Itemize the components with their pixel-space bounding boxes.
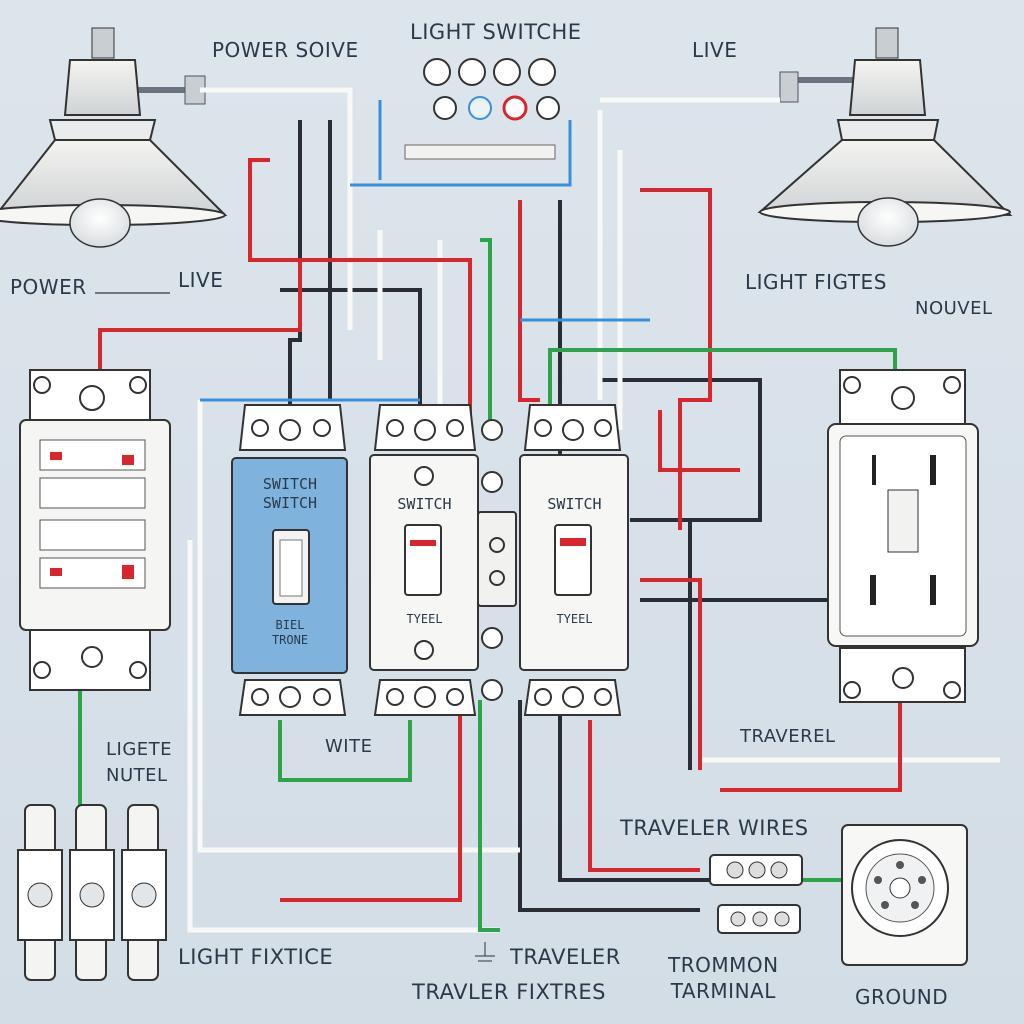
- switch-3-title: SWITCH: [547, 495, 602, 513]
- right-lamp-icon: [757, 27, 1013, 247]
- ground-terminal-icon: [841, 824, 968, 966]
- fuse-holders: [17, 804, 167, 981]
- traveler-label: TRAVELER: [510, 945, 621, 969]
- trommon-tarminal-label: TROMMON TARMINAL: [668, 953, 779, 1003]
- traveler-wires-label: TRAVELER WIRES: [620, 816, 809, 840]
- nouvel-label: NOUVEL: [915, 298, 993, 319]
- switch-3-body: [519, 404, 629, 716]
- live-top-label: LIVE: [692, 38, 738, 62]
- black-wires: [280, 120, 960, 912]
- switch-2-title: SWITCH: [397, 495, 452, 513]
- power-label: POWER: [10, 275, 87, 299]
- live-left-label: LIVE: [178, 268, 224, 292]
- hot-wires: [98, 158, 902, 902]
- left-switch-panel: [19, 369, 171, 691]
- travler-fixtres-label: TRAVLER FIXTRES: [412, 980, 606, 1004]
- ligete-nutel-label: LIGETE NUTEL: [106, 739, 173, 786]
- middle-connector: [477, 419, 517, 701]
- switch-2-sub: TYEEL: [406, 612, 443, 626]
- traverel-label: TRAVEREL: [740, 726, 836, 747]
- light-figtes-label: LIGHT FIGTES: [745, 270, 887, 294]
- left-lamp-icon: [0, 27, 228, 248]
- light-switche-label: LIGHT SWITCHE: [410, 20, 582, 44]
- top-terminal-block: [404, 58, 560, 160]
- switch-1-sub: BIEL TRONE: [271, 618, 309, 647]
- switch-1-body: [231, 404, 348, 716]
- wite-label: WITE: [325, 736, 373, 757]
- outlet-icon: [827, 369, 979, 703]
- switch-3-sub: TYEEL: [556, 612, 593, 626]
- ground-symbol-icon: [475, 942, 495, 962]
- traveler-terminals: [709, 854, 803, 934]
- switch-1-title: SWITCH SWITCH: [262, 475, 318, 512]
- ground-label: GROUND: [855, 985, 949, 1009]
- blue-wires: [200, 100, 650, 402]
- switch-2-body: [369, 404, 479, 716]
- light-fixtice-label: LIGHT FIXTICE: [178, 945, 334, 969]
- power-source-label: POWER SOIVE: [212, 38, 359, 62]
